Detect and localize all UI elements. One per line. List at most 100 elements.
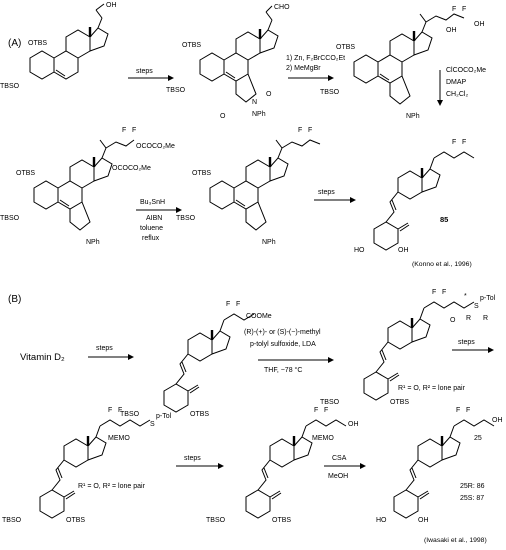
- svg-text:F: F: [462, 139, 466, 146]
- svg-text:F: F: [324, 407, 328, 414]
- structure-b2: F F O * S p-Tol R R TBSO OTBS: [320, 289, 496, 406]
- svg-text:OTBS: OTBS: [182, 42, 201, 49]
- structure-a1: OH OTBS TBSO: [0, 2, 117, 90]
- svg-text:F: F: [236, 301, 240, 308]
- svg-text:OH: OH: [418, 517, 429, 524]
- svg-text:p-tolyl sulfoxide, LDA: p-tolyl sulfoxide, LDA: [250, 341, 316, 348]
- svg-text:N: N: [252, 99, 257, 106]
- svg-text:TBSO: TBSO: [0, 215, 20, 222]
- svg-text:NPh: NPh: [262, 239, 276, 246]
- svg-text:OTBS: OTBS: [16, 170, 35, 177]
- vitamin-d2-label: Vitamin D₂: [20, 352, 65, 363]
- svg-text:S: S: [150, 421, 155, 428]
- svg-text:O: O: [266, 91, 272, 98]
- svg-text:NPh: NPh: [252, 111, 266, 118]
- svg-text:THF, −78 °C: THF, −78 °C: [264, 366, 302, 374]
- svg-text:OH: OH: [446, 27, 457, 34]
- svg-text:CH₂Cl₂: CH₂Cl₂: [446, 91, 468, 98]
- arrow-a3: ClCOCO₂Me DMAP CH₂Cl₂: [437, 67, 486, 106]
- svg-text:NPh: NPh: [86, 239, 100, 246]
- svg-text:F: F: [452, 6, 456, 13]
- svg-text:F: F: [108, 407, 112, 414]
- svg-text:MEMO: MEMO: [108, 435, 130, 442]
- arrow-a1-label: steps: [136, 68, 153, 75]
- structure-b1: F F COOMe TBSO OTBS: [120, 301, 272, 418]
- label-tbso: TBSO: [0, 83, 20, 90]
- svg-text:(R)-(+)- or (S)-(−)-methyl: (R)-(+)- or (S)-(−)-methyl: [244, 329, 321, 336]
- svg-text:TBSO: TBSO: [120, 411, 140, 418]
- svg-text:MEMO: MEMO: [312, 435, 334, 442]
- svg-text:TBSO: TBSO: [176, 215, 196, 222]
- svg-text:R: R: [483, 315, 488, 322]
- svg-text:OH: OH: [492, 417, 503, 424]
- label-cho: CHO: [274, 4, 290, 11]
- arrow-a5: steps: [314, 189, 356, 203]
- label-25s: 25S: 87: [460, 495, 484, 502]
- svg-text:2) MeMgBr: 2) MeMgBr: [286, 65, 321, 72]
- svg-text:reflux: reflux: [142, 235, 160, 242]
- svg-text:O: O: [450, 317, 456, 324]
- svg-text:MeOH: MeOH: [328, 473, 348, 480]
- svg-text:25: 25: [474, 435, 482, 442]
- svg-text:R: R: [466, 315, 471, 322]
- svg-text:ClCOCO₂Me: ClCOCO₂Me: [446, 67, 486, 74]
- svg-text:OTBS: OTBS: [66, 517, 85, 524]
- svg-text:p-Tol: p-Tol: [480, 295, 496, 302]
- svg-text:HO: HO: [354, 247, 365, 254]
- svg-text:OCOCO₂Me: OCOCO₂Me: [136, 143, 175, 150]
- svg-text:TBSO: TBSO: [2, 517, 22, 524]
- structure-b3: F F MEMO S p-Tol TBSO OTBS: [2, 407, 172, 524]
- arrow-b3: steps: [452, 339, 494, 353]
- svg-text:TBSO: TBSO: [206, 517, 226, 524]
- svg-text:DMAP: DMAP: [446, 79, 467, 86]
- svg-text:p-Tol: p-Tol: [156, 413, 172, 420]
- arrow-b2: (R)-(+)- or (S)-(−)-methyl p-tolyl sulfo…: [244, 329, 334, 374]
- svg-text:OCOCO₂Me: OCOCO₂Me: [112, 165, 151, 172]
- label-oh: OH: [106, 2, 117, 9]
- svg-text:OH: OH: [398, 247, 409, 254]
- svg-text:steps: steps: [96, 345, 113, 352]
- svg-text:TBSO: TBSO: [320, 89, 340, 96]
- arrow-b4: steps: [176, 455, 224, 469]
- structure-86-87: F F 25 OH HO OH 25R: 86 25S: 87 (Iwasaki…: [376, 407, 503, 544]
- r-definition-2: R¹ = O, R² = lone pair: [78, 483, 146, 490]
- svg-text:O: O: [220, 113, 226, 120]
- svg-text:F: F: [132, 127, 136, 134]
- compound-85-number: 85: [440, 215, 448, 224]
- svg-text:NPh: NPh: [406, 113, 420, 120]
- svg-text:*: *: [464, 293, 467, 300]
- svg-text:F: F: [442, 289, 446, 296]
- svg-text:F: F: [466, 407, 470, 414]
- konno-reference: (Konno et al., 1996): [412, 261, 472, 268]
- arrow-a4: Bu₃SnH AIBN toluene reflux: [136, 199, 182, 242]
- arrow-a2: 1) Zn, F₂BrCCO₂Et 2) MeMgBr: [286, 55, 345, 81]
- svg-text:F: F: [226, 301, 230, 308]
- svg-text:F: F: [118, 407, 122, 414]
- arrow-b5: CSA MeOH: [324, 455, 366, 480]
- svg-text:OTBS: OTBS: [272, 517, 291, 524]
- section-a-label: (A): [8, 38, 21, 49]
- structure-a4: F F OCOCO₂Me OCOCO₂Me OTBS TBSO NPh: [0, 127, 175, 246]
- arrow-a1: steps: [128, 68, 174, 81]
- svg-text:OTBS: OTBS: [336, 44, 355, 51]
- svg-text:F: F: [314, 407, 318, 414]
- svg-text:Bu₃SnH: Bu₃SnH: [140, 199, 165, 206]
- r-definition-1: R¹ = O, R² = lone pair: [398, 385, 466, 392]
- structure-b4: F F MEMO OH TBSO OTBS: [206, 407, 359, 524]
- svg-text:F: F: [456, 407, 460, 414]
- svg-text:F: F: [308, 127, 312, 134]
- svg-text:F: F: [298, 127, 302, 134]
- svg-text:F: F: [122, 127, 126, 134]
- svg-text:steps: steps: [458, 339, 475, 346]
- svg-text:toluene: toluene: [140, 225, 163, 232]
- iwasaki-reference: (Iwasaki et al., 1998): [424, 537, 487, 544]
- svg-text:OH: OH: [348, 421, 359, 428]
- svg-text:F: F: [462, 6, 466, 13]
- svg-text:F: F: [432, 289, 436, 296]
- svg-text:CSA: CSA: [332, 455, 347, 462]
- svg-text:1) Zn, F₂BrCCO₂Et: 1) Zn, F₂BrCCO₂Et: [286, 55, 345, 62]
- svg-text:TBSO: TBSO: [320, 399, 340, 406]
- svg-text:S: S: [474, 303, 479, 310]
- svg-text:steps: steps: [318, 189, 335, 196]
